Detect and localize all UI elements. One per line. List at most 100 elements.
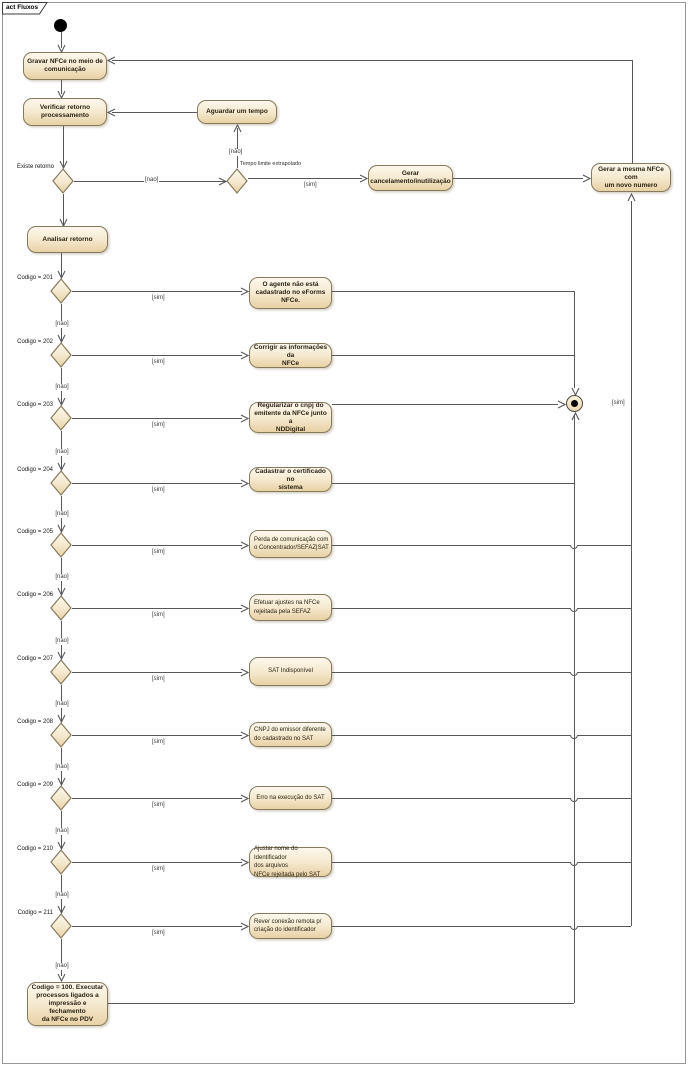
activity-codigo-208[interactable]: CNPJ do emissor diferente do cadastrado … [249,722,332,747]
decision-label-codigo-211: Codigo = 211 [17,910,53,916]
initial-node[interactable] [54,19,67,32]
activity-aguardar-tempo[interactable]: Aguardar um tempo [197,100,277,124]
edge-label-nao-206: [nao] [48,638,76,645]
arrowhead [57,841,66,850]
edge-label-nao-210: [nao] [48,892,76,899]
decision-codigo-208[interactable] [50,722,72,748]
edge-label-sim: [sim] [303,182,318,189]
decision-label-codigo-202: Codigo = 202 [17,339,53,345]
edge-analisar-d201 [61,253,62,278]
decision-existe-retorno[interactable] [52,168,74,194]
arrowhead [57,587,66,596]
activity-codigo-209[interactable]: Erro na execução do SAT [249,786,332,810]
edge-sim-207 [72,672,242,673]
edge-204-final [332,483,574,484]
arrowhead [240,541,249,550]
decision-label-codigo-209: Codigo = 209 [17,782,53,788]
decision-codigo-201[interactable] [50,278,72,304]
edge-202-final [332,355,574,356]
activity-codigo-207[interactable]: SAT Indisponível [249,657,332,686]
edge-final-bottom [574,414,575,1003]
arrowhead [59,160,68,169]
decision-label-codigo-207: Codigo = 207 [17,656,53,662]
edge-nao-211 [61,939,62,976]
decision-label-codigo-206: Codigo = 206 [17,592,53,598]
edge-aguardar-verificar [112,112,197,113]
arrowhead [57,334,66,343]
activity-gerar-cancelamento[interactable]: Gerar cancelamento/inutilização [368,165,453,191]
activity-codigo-202[interactable]: Corrigir as informações da NFCe [249,343,332,368]
activity-gravar-nfce[interactable]: Gravar NFCe no meio de comunicação [23,52,107,80]
arrowhead [582,174,591,183]
edge-existe-analisar [63,194,64,226]
decision-codigo-204[interactable] [50,470,72,496]
arrowhead [557,400,566,409]
activity-analisar-retorno[interactable]: Analisar retorno [27,226,108,253]
activity-gerar-mesma-nfce[interactable]: Gerar a mesma NFCe com um novo numero [591,163,671,192]
edge-label-sim-206: [sim] [151,612,166,619]
decision-codigo-203[interactable] [50,405,72,431]
decision-codigo-211[interactable] [50,913,72,939]
edge-loop-top [112,60,632,61]
edge-label-nao-201: [nao] [48,321,76,328]
edge-label-sim-merge: [sim] [611,400,626,407]
decision-label-codigo-201: Codigo = 201 [17,275,53,281]
activity-codigo-205[interactable]: Perda de comunicação com o Concentrador/… [249,530,332,558]
edge-final-top [574,291,575,388]
decision-label-tempo-limite: Tempo limite extrapolado [240,161,302,167]
edge-208-merge [332,735,570,736]
arrowhead [57,270,66,279]
activity-codigo-203[interactable]: Regularizar o cnpj do emitente da NFCe j… [249,402,332,433]
activity-verificar-retorno[interactable]: Verificar retorno processamento [23,98,107,126]
arrowhead [240,351,249,360]
final-node[interactable] [566,395,583,412]
decision-codigo-209[interactable] [50,785,72,811]
activity-codigo-100[interactable]: Codigo = 100. Executar processos ligados… [27,982,108,1026]
edge-gcanc-gmesma [453,178,583,179]
arrowhead [218,177,227,186]
arrowhead [359,174,368,183]
edge-211-merge2 [578,926,631,927]
activity-codigo-201[interactable]: O agente não está cadastrado no eForms N… [249,277,332,309]
edge-tempo-aguardar [237,128,238,168]
edge-label-sim-211: [sim] [151,930,166,937]
decision-codigo-207[interactable] [50,659,72,685]
decision-codigo-205[interactable] [50,532,72,558]
activity-codigo-211[interactable]: Rever conexão remota p/ criação do ident… [249,913,332,939]
decision-codigo-206[interactable] [50,595,72,621]
edge-206-merge [332,608,570,609]
edge-210-merge2 [578,862,631,863]
edge-sim-201 [72,291,242,292]
edge-gravar-verificar [61,80,62,94]
arrowhead [571,412,580,421]
edge-label-nao: [nao] [144,177,160,184]
edge-label-nao-209: [nao] [48,828,76,835]
edge-205-merge2 [578,545,631,546]
edge-label-sim-204: [sim] [151,487,166,494]
arrowhead [240,287,249,296]
arrowhead [233,124,242,133]
decision-codigo-210[interactable] [50,849,72,875]
decision-codigo-202[interactable] [50,342,72,368]
edge-207-merge2 [578,672,631,673]
edge-label-sim-202: [sim] [151,359,166,366]
decision-tempo-limite[interactable] [226,168,248,194]
arrowhead [57,905,66,914]
edge-merge-right [631,201,632,926]
edge-203-final [332,404,558,405]
edge-sim-202 [72,355,242,356]
arrowhead [240,479,249,488]
activity-codigo-210[interactable]: Ajustar nome do Identificador dos arquiv… [249,846,332,878]
edge-sim-205 [72,545,242,546]
arrowhead [240,604,249,613]
activity-codigo-204[interactable]: Cadastrar o certificado no sistema [249,467,332,492]
frame-tab [2,2,48,15]
edge-sim-204 [72,483,242,484]
arrowhead [107,108,116,117]
edge-sim-203 [72,418,242,419]
activity-codigo-206[interactable]: Efetuar ajustes na NFCe rejeitada pela S… [249,594,332,621]
edge-label-sim-208: [sim] [151,739,166,746]
edge-verificar-existe [63,126,64,168]
edge-label-nao-208: [nao] [48,764,76,771]
